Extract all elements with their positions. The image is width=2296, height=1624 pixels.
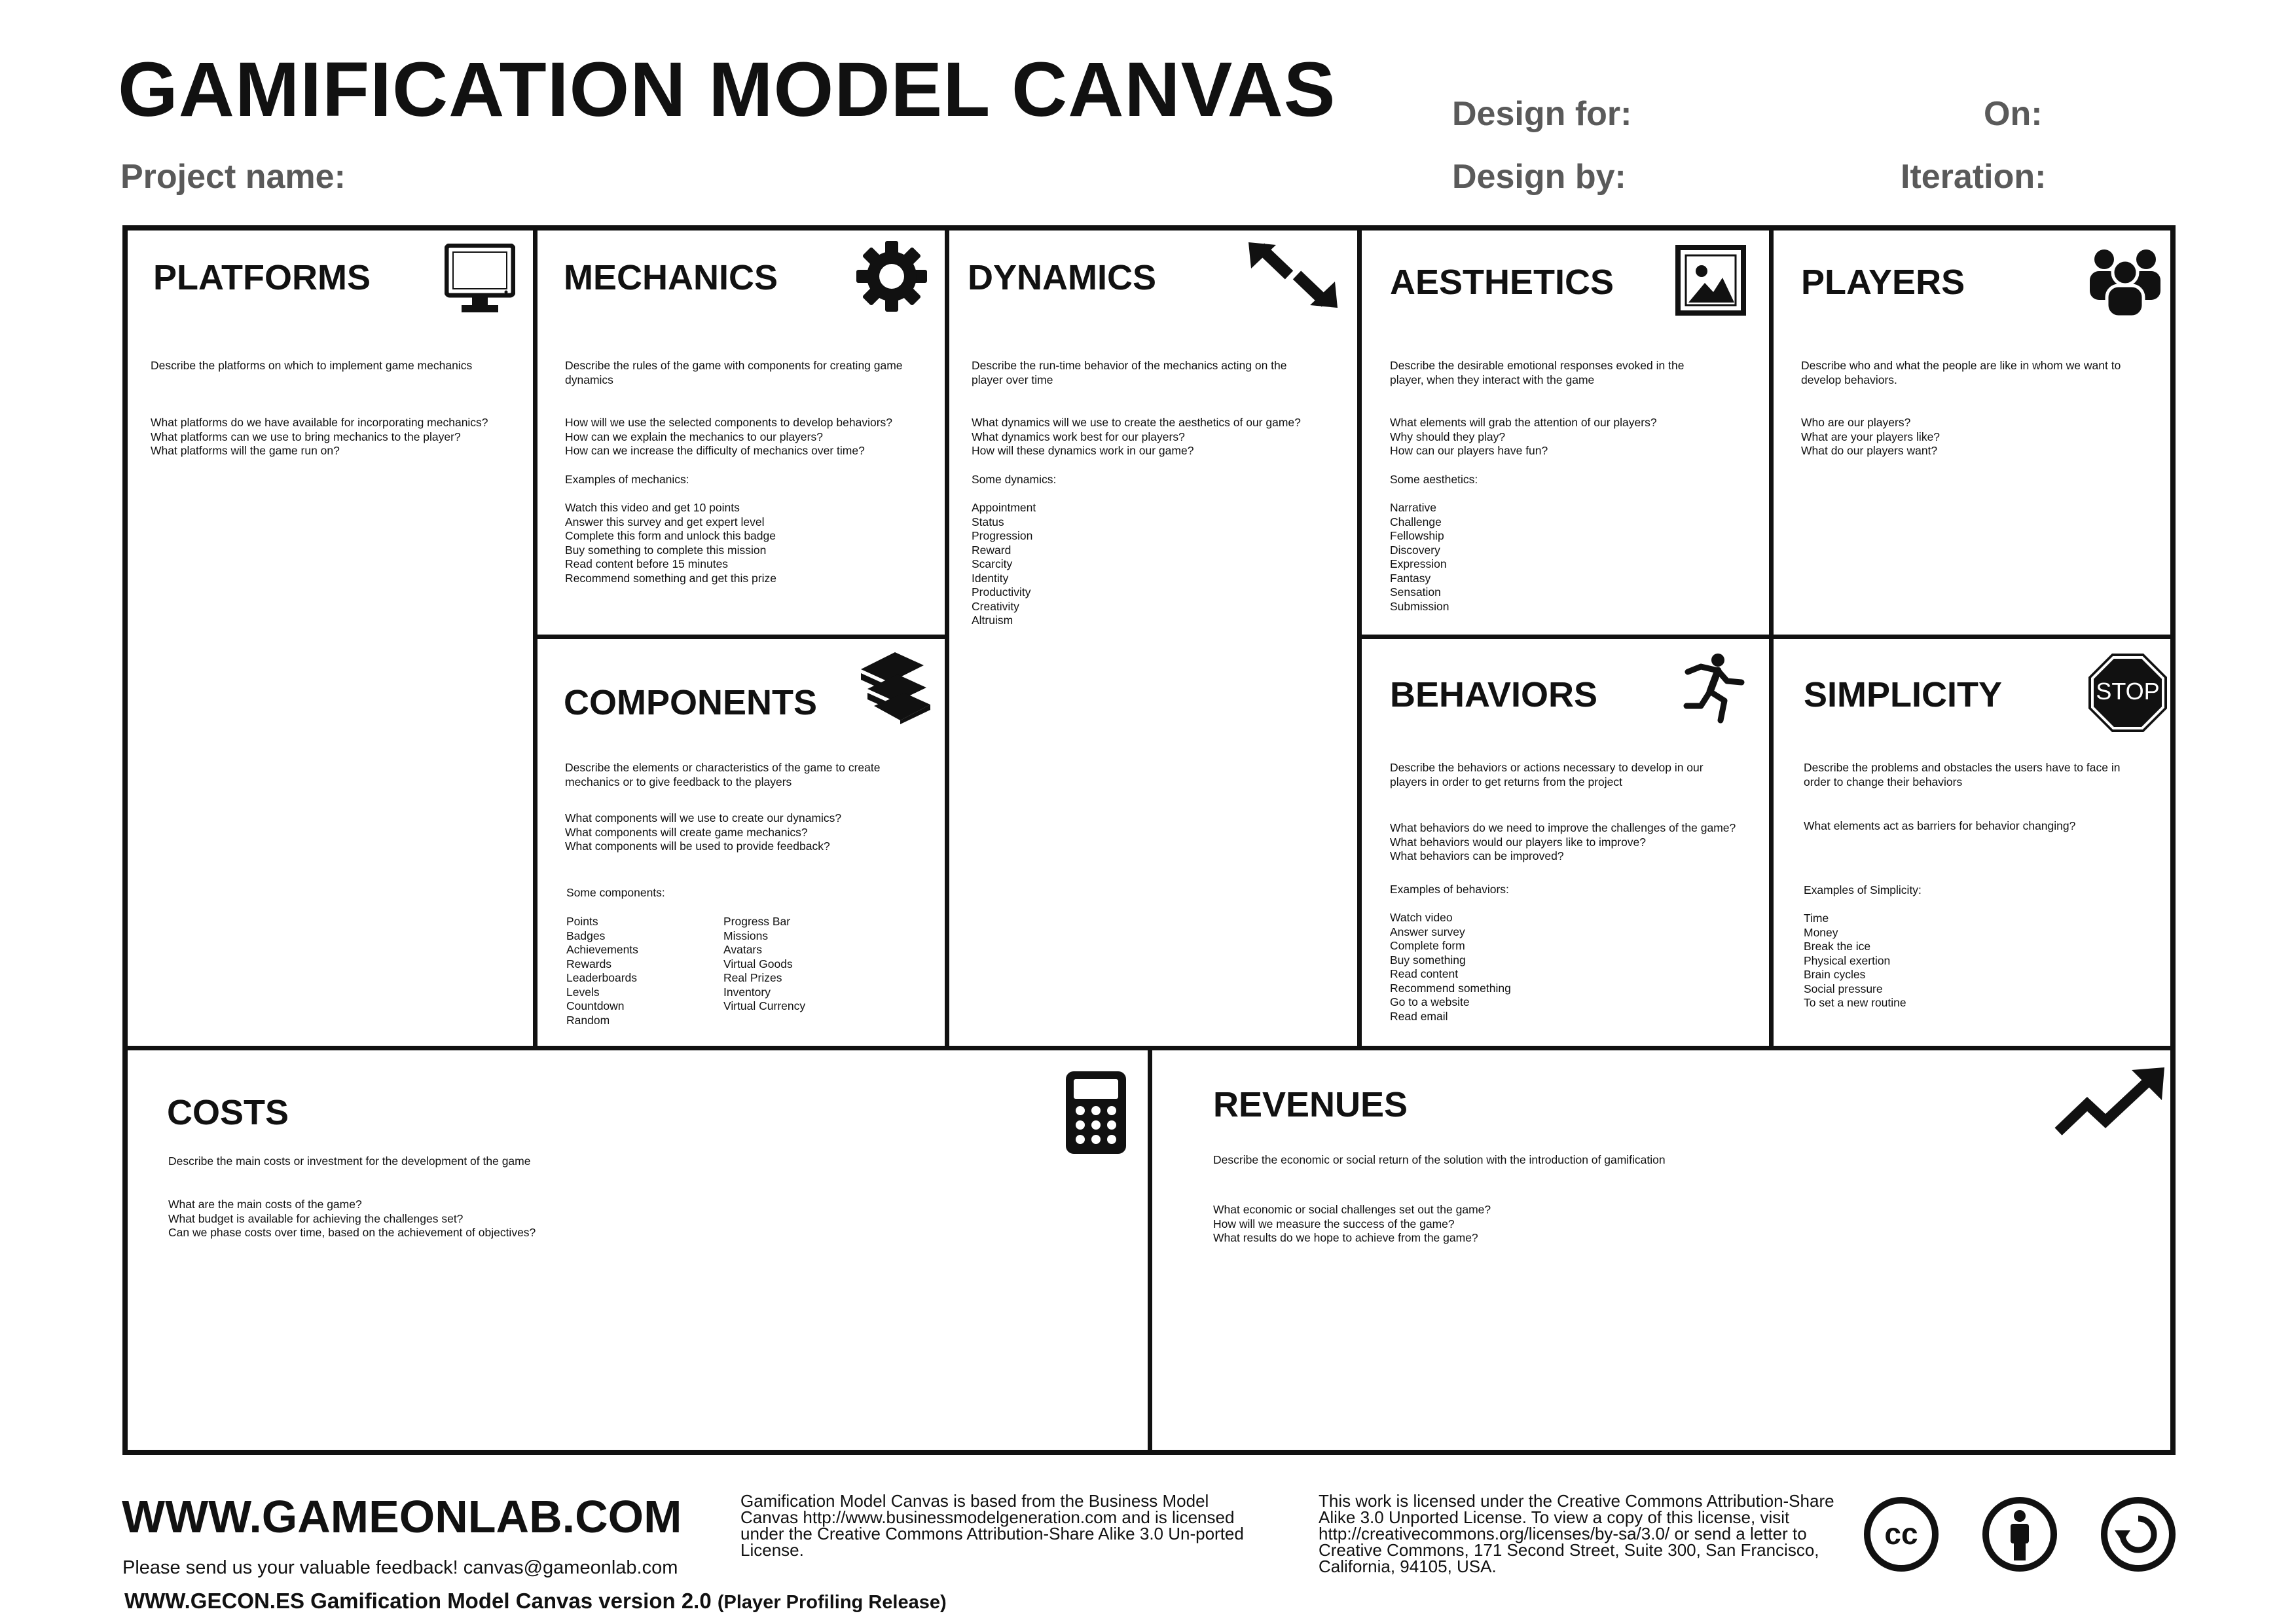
dynamics-questions: What dynamics will we use to create the … [972, 416, 1301, 457]
costs-questions: What are the main costs of the game? Wha… [168, 1198, 536, 1239]
share-alike-icon [2100, 1496, 2176, 1572]
platforms-questions: What platforms do we have available for … [151, 416, 488, 457]
version-main: WWW.GECON.ES Gamification Model Canvas v… [124, 1589, 712, 1613]
aesthetics-examples-label: Some aesthetics: [1390, 473, 1478, 486]
players-block: PLAYERS Describe who and what the people… [1774, 231, 2170, 635]
website-link[interactable]: WWW.GAMEONLAB.COM [122, 1491, 682, 1542]
mechanics-block: MECHANICS Describe the rules of the game… [538, 231, 945, 635]
aesthetics-title: AESTHETICS [1390, 263, 1614, 302]
revenues-block: REVENUES Describe the economic or social… [1152, 1050, 2170, 1450]
simplicity-block: SIMPLICITY STOP Describe the problems an… [1774, 639, 2170, 1046]
mechanics-title: MECHANICS [564, 258, 778, 297]
canvas-title: GAMIFICATION MODEL CANVAS [118, 46, 1336, 133]
aesthetics-examples: Narrative Challenge Fellowship Discovery… [1390, 501, 1449, 613]
components-examples-col1: Points Badges Achievements Rewards Leade… [566, 915, 638, 1027]
components-description: Describe the elements or characteristics… [565, 761, 881, 788]
platforms-block: PLATFORMS Describe the platforms on whic… [128, 231, 533, 1046]
based-on-text: Gamification Model Canvas is based from … [740, 1491, 1244, 1560]
simplicity-description: Describe the problems and obstacles the … [1804, 761, 2121, 788]
behaviors-questions: What behaviors do we need to improve the… [1390, 821, 1736, 862]
attribution-icon [1982, 1496, 2058, 1572]
simplicity-examples-label: Examples of Simplicity: [1804, 883, 1922, 896]
dynamics-examples-label: Some dynamics: [972, 473, 1057, 486]
design-for-label: Design for: [1452, 95, 1632, 133]
revenues-questions: What economic or social challenges set o… [1213, 1203, 1491, 1244]
iteration-label: Iteration: [1901, 158, 2047, 196]
components-examples-label: Some components: [566, 886, 665, 899]
gear-icon [855, 240, 928, 313]
dynamics-block: DYNAMICS Describe the run-time behavior … [949, 231, 1357, 1046]
costs-title: COSTS [167, 1093, 289, 1132]
players-title: PLAYERS [1801, 263, 1965, 302]
platforms-description: Describe the platforms on which to imple… [151, 359, 473, 372]
group-icon [2086, 246, 2164, 318]
behaviors-block: BEHAVIORS Describe the behaviors or acti… [1362, 639, 1769, 1046]
aesthetics-questions: What elements will grab the attention of… [1390, 416, 1657, 457]
dynamics-title: DYNAMICS [968, 258, 1157, 297]
components-examples-col2: Progress Bar Missions Avatars Virtual Go… [723, 915, 806, 1012]
stop-sign-label: STOP [2096, 678, 2160, 705]
design-by-label: Design by: [1452, 158, 1626, 196]
aesthetics-block: AESTHETICS Describe the desirable emotio… [1362, 231, 1769, 635]
costs-description: Describe the main costs or investment fo… [168, 1154, 531, 1168]
behaviors-examples-label: Examples of behaviors: [1390, 883, 1509, 896]
components-questions: What components will we use to create ou… [565, 811, 842, 853]
components-title: COMPONENTS [564, 683, 818, 722]
revenues-title: REVENUES [1213, 1085, 1408, 1124]
costs-block: COSTS Describe the main costs or investm… [128, 1050, 1148, 1450]
players-questions: Who are our players? What are your playe… [1801, 416, 1941, 457]
monitor-icon [445, 244, 515, 316]
feedback-text: Please send us your valuable feedback! c… [122, 1557, 678, 1578]
simplicity-title: SIMPLICITY [1804, 675, 2003, 714]
behaviors-examples: Watch video Answer survey Complete form … [1390, 911, 1511, 1023]
project-name-label: Project name: [120, 158, 346, 196]
players-description: Describe who and what the people are lik… [1801, 359, 2121, 386]
calculator-icon [1065, 1070, 1127, 1155]
revenues-description: Describe the economic or social return o… [1213, 1153, 1666, 1166]
platforms-title: PLATFORMS [153, 258, 371, 297]
cc-icon-label: cc [1884, 1517, 1918, 1551]
trend-up-icon [2054, 1066, 2166, 1138]
double-arrow-icon [1247, 242, 1339, 308]
simplicity-examples: Time Money Break the ice Physical exerti… [1804, 912, 1906, 1009]
simplicity-questions: What elements act as barriers for behavi… [1804, 819, 2076, 832]
on-label: On: [1984, 95, 2043, 133]
grid-divider [533, 635, 949, 639]
layers-icon [858, 652, 932, 724]
behaviors-title: BEHAVIORS [1390, 675, 1598, 714]
grid-divider [1357, 635, 2176, 639]
mechanics-examples: Watch this video and get 10 points Answe… [565, 501, 776, 585]
picture-icon [1675, 245, 1746, 316]
license-text: This work is licensed under the Creative… [1319, 1491, 1834, 1576]
behaviors-description: Describe the behaviors or actions necess… [1390, 761, 1704, 788]
running-person-icon [1681, 652, 1755, 724]
stop-sign-icon: STOP [2087, 652, 2168, 733]
grid-divider [1148, 1046, 1152, 1455]
version-text: WWW.GECON.ES Gamification Model Canvas v… [124, 1590, 947, 1612]
aesthetics-description: Describe the desirable emotional respons… [1390, 359, 1685, 386]
components-block: COMPONENTS Describe the elements or char… [538, 639, 945, 1046]
cc-icon: cc [1863, 1496, 1939, 1572]
mechanics-description: Describe the rules of the game with comp… [565, 359, 903, 386]
mechanics-examples-label: Examples of mechanics: [565, 473, 689, 486]
version-note: (Player Profiling Release) [717, 1592, 947, 1613]
mechanics-questions: How will we use the selected components … [565, 416, 893, 457]
dynamics-examples: Appointment Status Progression Reward Sc… [972, 501, 1036, 627]
dynamics-description: Describe the run-time behavior of the me… [972, 359, 1287, 386]
